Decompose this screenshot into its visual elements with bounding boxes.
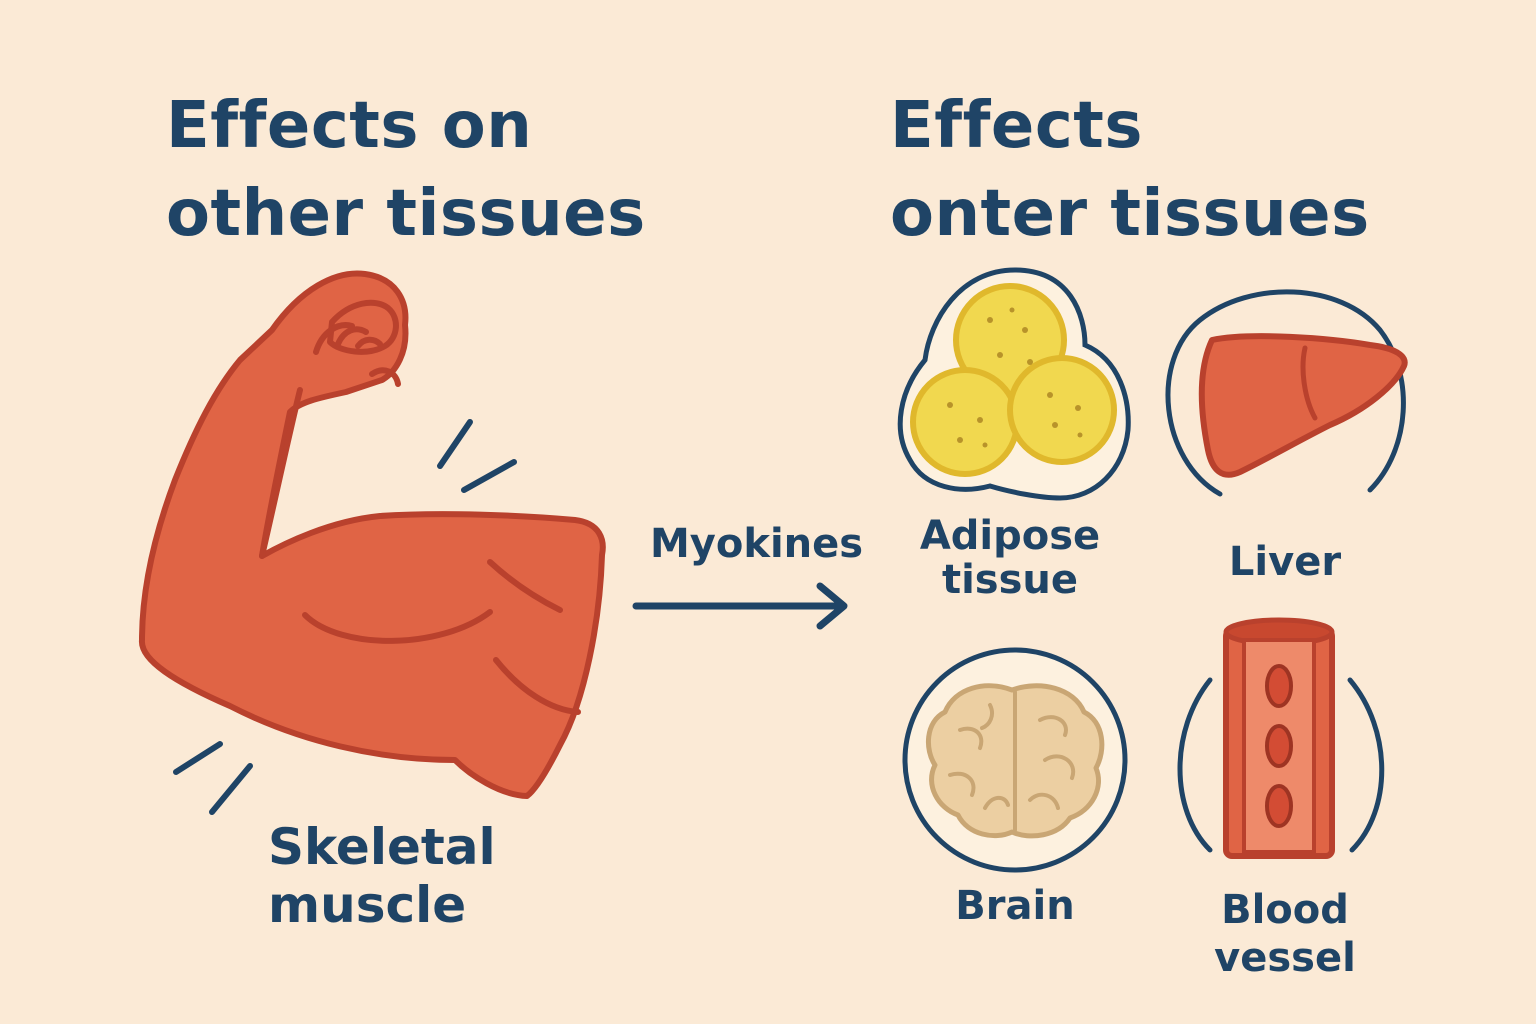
liver-label: Liver	[1228, 539, 1342, 585]
blood-vessel-label: Blood vessel	[1180, 886, 1390, 982]
brain-icon	[902, 647, 1128, 873]
fat-cells-icon	[897, 267, 1131, 501]
liver-icon	[1165, 289, 1408, 497]
myokines-label: Myokines	[650, 521, 864, 567]
skeletal-muscle-label-line-2: muscle	[268, 876, 467, 934]
brain-label: Brain	[955, 883, 1075, 929]
adipose-label-line-2: tissue	[941, 557, 1079, 603]
blood-vessel-label-line-2: vessel	[1214, 935, 1356, 981]
arrow-right-icon	[632, 582, 848, 630]
right-heading: Effects onter tissues	[890, 82, 1370, 258]
adipose-label-line-1: Adipose	[919, 513, 1101, 559]
skeletal-muscle-label-line-1: Skeletal	[268, 818, 496, 876]
left-heading: Effects on other tissues	[166, 82, 646, 258]
skeletal-muscle-label: Skeletal muscle	[268, 818, 496, 934]
blood-vessel-icon	[1177, 617, 1385, 859]
flexed-arm-icon	[138, 270, 606, 799]
left-heading-line-1: Effects on	[166, 89, 533, 163]
blood-vessel-label-line-1: Blood	[1221, 887, 1349, 933]
motion-lines-icon	[173, 419, 517, 815]
adipose-tissue-label: Adipose tissue	[900, 514, 1120, 602]
right-heading-line-2: onter tissues	[890, 177, 1370, 251]
left-heading-line-2: other tissues	[166, 177, 646, 251]
right-heading-line-1: Effects	[890, 89, 1143, 163]
